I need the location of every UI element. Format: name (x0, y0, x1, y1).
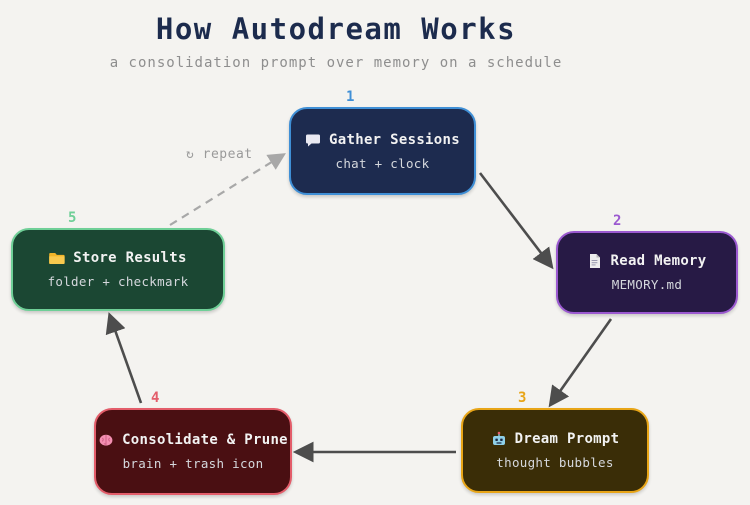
node-consolidate-prune: 4 Consolidate & Prune brain + trash icon (94, 390, 292, 495)
step-number: 1 (346, 89, 355, 105)
folder-icon (49, 251, 65, 265)
arrow-repeat-store-to-gather (169, 153, 286, 226)
arrow-consolidate-to-store (105, 312, 143, 404)
step-number: 5 (68, 210, 77, 226)
speech-bubble-icon (305, 132, 321, 148)
node-subtitle: MEMORY.md (611, 277, 683, 292)
node-read-memory: 2 Read Memory MEMORY.md (556, 213, 738, 314)
step-number: 4 (151, 390, 160, 406)
brain-icon (98, 433, 114, 448)
node-title: Gather Sessions (329, 131, 460, 148)
node-title: Dream Prompt (514, 431, 620, 447)
arrow-read-to-dream (548, 318, 613, 408)
node-subtitle: thought bubbles (496, 455, 614, 470)
robot-icon (491, 431, 507, 447)
node-subtitle: folder + checkmark (47, 274, 189, 289)
node-gather-sessions: 1 Gather Sessions chat + clock (289, 89, 476, 195)
step-number: 3 (518, 390, 527, 406)
node-store-results: 5 Store Results folder + checkmark (11, 210, 225, 311)
page-subtitle: a consolidation prompt over memory on a … (109, 55, 563, 71)
document-icon (587, 253, 602, 269)
node-subtitle: brain + trash icon (122, 456, 264, 471)
node-title: Store Results (73, 250, 187, 266)
page-title: How Autodream Works (155, 12, 517, 46)
arrow-gather-to-read (478, 172, 554, 270)
step-number: 2 (613, 213, 622, 229)
node-subtitle: chat + clock (335, 155, 430, 171)
repeat-label: ↻ repeat (186, 147, 253, 162)
node-dream-prompt: 3 Dream Prompt thought bubbles (461, 390, 649, 493)
node-title: Consolidate & Prune (122, 432, 288, 448)
node-title: Read Memory (610, 253, 707, 269)
diagram-header: How Autodream Works a consolidation prom… (0, 12, 672, 71)
